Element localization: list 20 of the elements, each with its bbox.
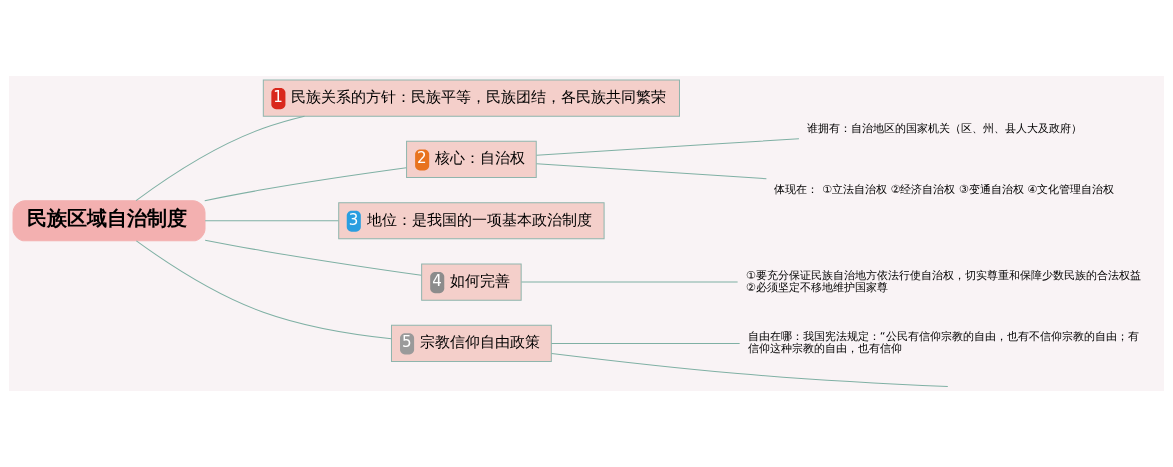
- connector: [135, 115, 305, 202]
- node-box: 1 民族关系的方针：民族平等，民族团结，各民族共同繁荣: [262, 79, 680, 117]
- node-text: 谁拥有：自治地区的国家机关（区、州、县人大及政府）: [807, 122, 1083, 136]
- connector: [550, 342, 741, 344]
- node-box: 民族区域自治制度: [12, 200, 206, 242]
- connector: [536, 138, 800, 156]
- node-box: 4 如何完善: [421, 263, 522, 301]
- connector: [204, 220, 339, 222]
- node-box: 3 地位：是我国的一项基本政治制度: [338, 202, 605, 240]
- connector: [204, 239, 422, 276]
- node-text: 自由在哪：我国宪法规定：“公民有信仰宗教的自由，也有不信仰宗教的自由；有信仰这种宗教的自由，也有信仰: [747, 330, 1139, 356]
- connector: [135, 240, 392, 340]
- node-text: 体现在： ①立法自治权 ②经济自治权 ③变通自治权 ④文化管理自治权: [774, 183, 1115, 197]
- connector: [204, 167, 407, 202]
- connector: [521, 281, 739, 283]
- node-box: 2 核心：自治权: [406, 140, 537, 179]
- connector: [551, 352, 949, 388]
- connector: [536, 163, 767, 180]
- node-text: ①要充分保证民族自治地方依法行使自治权，切实尊重和保障少数民族的合法权益 ②必须坚定不移地维护国家尊: [745, 268, 1141, 294]
- node-box: 5 宗教信仰自由政策: [390, 324, 552, 362]
